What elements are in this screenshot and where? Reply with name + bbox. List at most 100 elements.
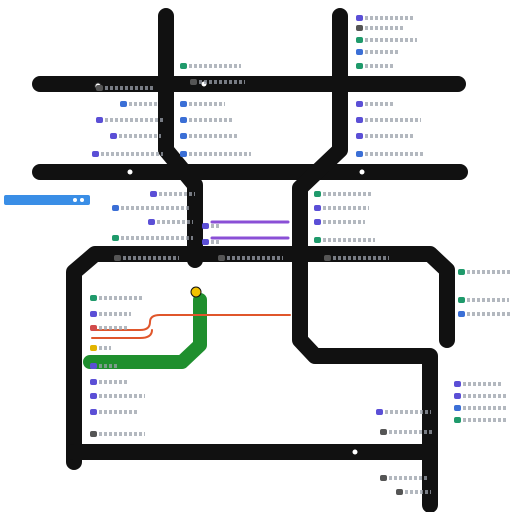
map-label-text: [159, 192, 195, 196]
map-label-text: [99, 432, 145, 436]
selected-route-bar[interactable]: [4, 195, 90, 205]
map-label-text: [333, 256, 389, 260]
map-label: [90, 378, 129, 386]
map-label-text: [365, 102, 395, 106]
map-label: [96, 116, 163, 124]
map-label: [314, 190, 371, 198]
map-label-text: [99, 410, 139, 414]
map-label-text: [121, 236, 193, 240]
poi-marker-icon: [356, 151, 363, 157]
map-label-text: [365, 38, 417, 42]
poi-marker-icon: [314, 205, 321, 211]
poi-marker-icon: [356, 133, 363, 139]
poi-marker-icon: [324, 255, 331, 261]
poi-marker-icon: [90, 345, 97, 351]
poi-marker-icon: [202, 223, 209, 229]
map-label-text: [463, 418, 507, 422]
map-label-text: [365, 64, 395, 68]
poi-marker-icon: [112, 235, 119, 241]
map-label: [356, 100, 395, 108]
map-label: [356, 36, 417, 44]
poi-marker-icon: [218, 255, 225, 261]
map-label-text: [463, 382, 503, 386]
map-label: [314, 236, 375, 244]
map-label: [92, 150, 163, 158]
map-label: [180, 100, 225, 108]
map-label-text: [189, 102, 225, 106]
poi-marker-icon: [458, 297, 465, 303]
map-label: [458, 296, 509, 304]
map-label: [380, 428, 433, 436]
poi-marker-icon: [454, 417, 461, 423]
map-label: [356, 150, 425, 158]
map-label: [180, 62, 241, 70]
map-label-text: [101, 152, 163, 156]
map-label: [114, 254, 179, 262]
poi-marker-icon: [96, 117, 103, 123]
map-label: [376, 408, 431, 416]
poi-marker-icon: [314, 191, 321, 197]
poi-marker-icon: [90, 325, 97, 331]
map-label: [90, 392, 145, 400]
map-label-text: [99, 364, 119, 368]
map-label-text: [365, 118, 421, 122]
map-label-text: [189, 152, 251, 156]
poi-marker-icon: [356, 15, 363, 21]
map-label: [356, 14, 413, 22]
map-label: [90, 294, 143, 302]
poi-marker-icon: [458, 311, 465, 317]
poi-marker-icon: [90, 363, 97, 369]
map-label: [110, 132, 161, 140]
poi-marker-icon: [202, 239, 209, 245]
map-label: [90, 310, 131, 318]
map-label: [380, 474, 429, 482]
map-label-text: [365, 16, 413, 20]
map-label-text: [119, 134, 161, 138]
map-label: [356, 132, 413, 140]
map-label-text: [99, 326, 129, 330]
road-right-vertical: [292, 8, 438, 512]
poi-marker-icon: [396, 489, 403, 495]
map-label-text: [99, 394, 145, 398]
poi-marker-icon: [376, 409, 383, 415]
poi-marker-icon: [92, 151, 99, 157]
poi-marker-icon: [120, 101, 127, 107]
map-label: [356, 48, 399, 56]
route-marker-icon: [80, 198, 84, 202]
map-label-text: [189, 118, 233, 122]
route-green: [83, 293, 207, 369]
poi-marker-icon: [96, 85, 103, 91]
map-label-text: [123, 256, 179, 260]
map-label: [356, 116, 421, 124]
poi-marker-icon: [356, 25, 363, 31]
map-label-text: [463, 394, 507, 398]
poi-marker-icon: [180, 133, 187, 139]
poi-marker-icon: [180, 151, 187, 157]
poi-marker-icon: [112, 205, 119, 211]
map-label-text: [365, 26, 405, 30]
map-label-text: [99, 312, 131, 316]
map-label: [150, 190, 195, 198]
poi-marker-icon: [192, 277, 198, 283]
map-label: [180, 150, 251, 158]
map-label-text: [463, 406, 507, 410]
map-label-text: [211, 224, 219, 228]
poi-marker-icon: [180, 101, 187, 107]
poi-marker-icon: [127, 169, 133, 175]
map-label: [90, 324, 129, 332]
poi-marker-icon: [180, 63, 187, 69]
poi-marker-icon: [314, 237, 321, 243]
map-label-text: [405, 490, 431, 494]
map-label: [180, 132, 237, 140]
poi-marker-icon: [90, 311, 97, 317]
poi-marker-icon: [90, 431, 97, 437]
map-label: [454, 392, 507, 400]
map-label: [218, 254, 283, 262]
poi-marker-icon: [356, 63, 363, 69]
map-label-text: [227, 256, 283, 260]
poi-marker-icon: [150, 191, 157, 197]
map-label: [90, 362, 119, 370]
poi-marker-icon: [359, 169, 365, 175]
map-label: [458, 310, 511, 318]
